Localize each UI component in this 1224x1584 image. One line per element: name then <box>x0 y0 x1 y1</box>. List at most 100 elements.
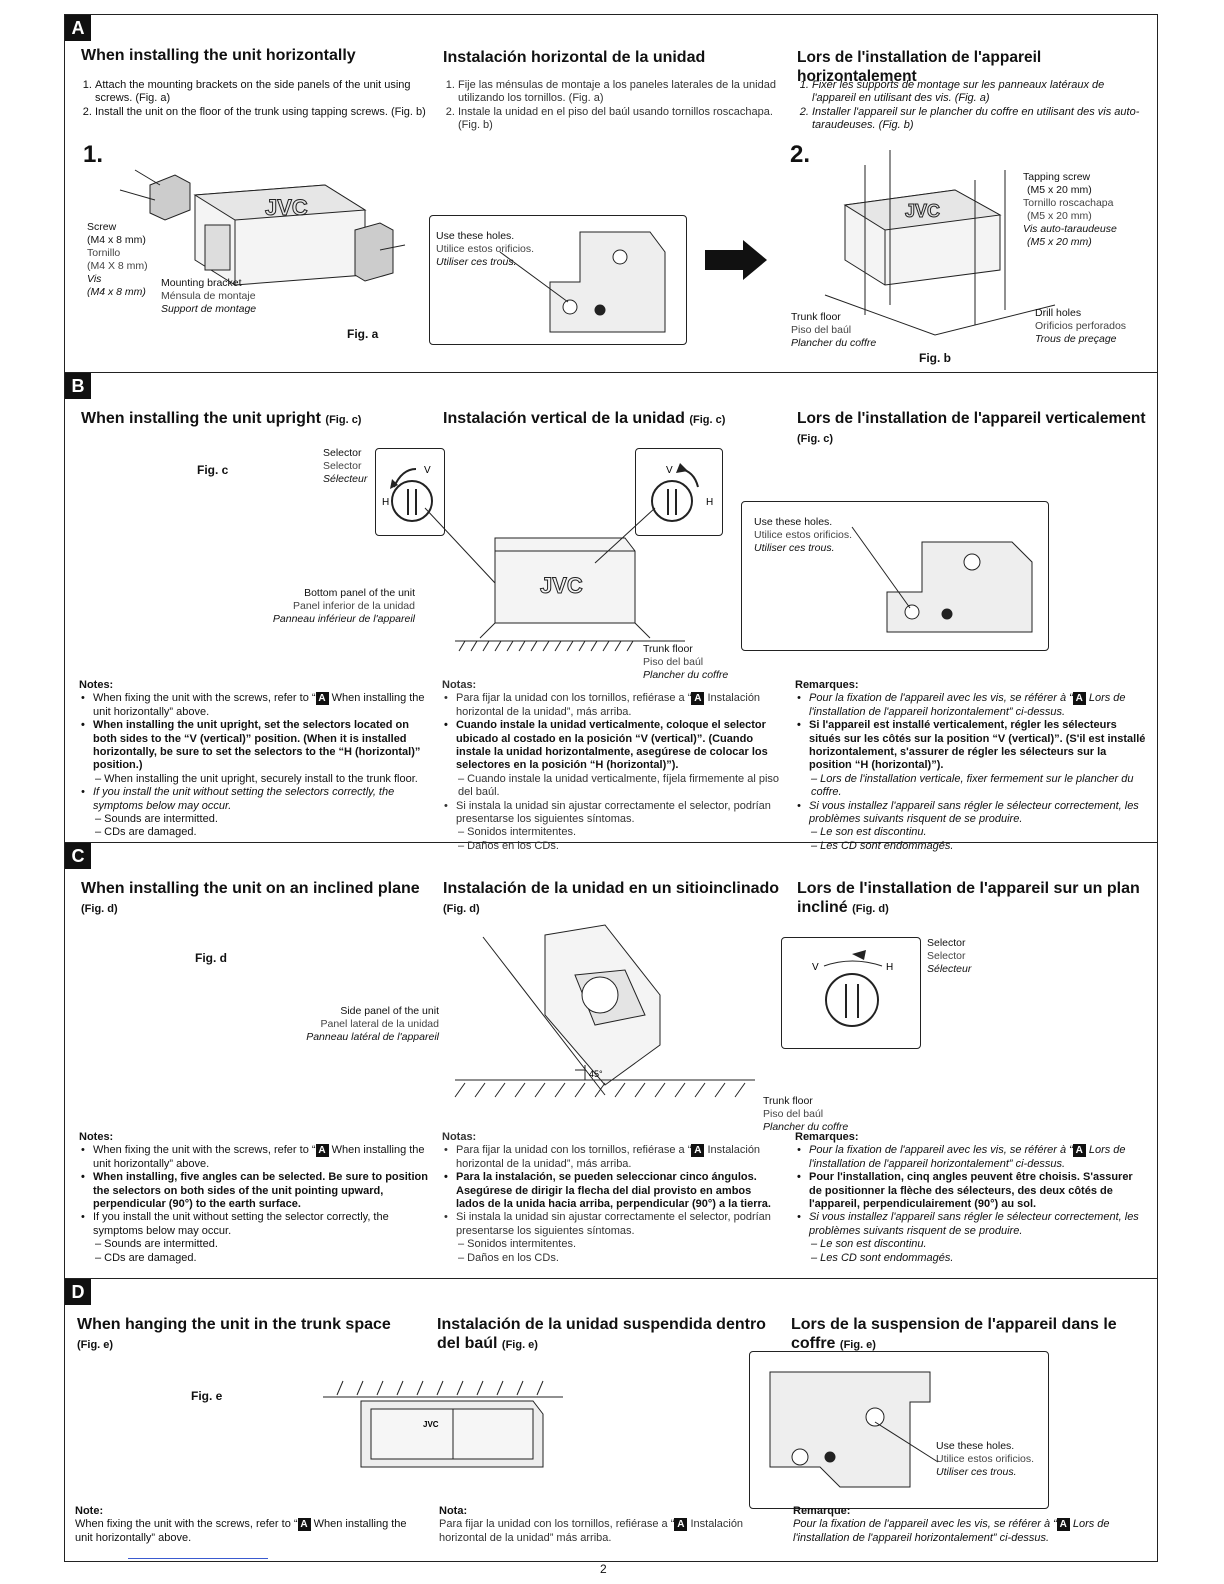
label-bracket-es: Ménsula de montaje <box>161 290 256 302</box>
fig-c-label: Fig. c <box>197 463 229 477</box>
holes-label-a: Use these holes. Utilice estos orificios… <box>436 230 534 269</box>
heading-a-fr: Lors de l'installation de l'appareil hor… <box>797 49 1042 85</box>
label-screw: Screw (M4 x 8 mm) Tornillo (M4 X 8 mm) V… <box>87 221 148 299</box>
label-mounting-bracket: Mounting bracket Ménsula de montaje Supp… <box>161 277 256 316</box>
bracket-detail-a <box>499 231 666 333</box>
fig-b-brand: JVC <box>905 201 940 221</box>
steps-a-fr: Fixer les supports de montage sur les pa… <box>796 79 1146 133</box>
dial-right-v: V <box>666 465 673 476</box>
notes-c-es-title: Notas: <box>442 1131 477 1143</box>
label-screw-fr-size: (M4 x 8 mm) <box>87 286 146 298</box>
notes-c-en-title: Notes: <box>79 1131 114 1143</box>
holes-d-es: Utilice estos orificios. <box>936 1453 1035 1465</box>
fig-c-drawing: JVC <box>424 507 685 652</box>
heading-a-en: When installing the unit horizontally <box>81 47 356 64</box>
note-c-es-3: Si instala la unidad sin ajustar correct… <box>444 1211 782 1238</box>
selector-c-es: Selector <box>927 950 966 962</box>
trunk-c-en: Trunk floor <box>763 1095 813 1107</box>
note-b-fr-1a: Pour la fixation de l'appareil avec les … <box>809 692 1073 705</box>
step-number-2: 2. <box>790 141 811 168</box>
bracket-detail-d <box>769 1371 939 1488</box>
note-b-fr-1: Pour la fixation de l'appareil avec les … <box>797 692 1147 719</box>
holes-label-b: Use these holes. Utilice estos orificios… <box>754 516 852 555</box>
note-b-fr-3a: – Le son est discontinu. <box>811 826 927 839</box>
heading-b-fr: Lors de l'installation de l'appareil ver… <box>797 409 1145 449</box>
label-tapping-screw: Tapping screw (M5 x 20 mm) Tornillo rosc… <box>1023 171 1117 249</box>
note-d-es: Nota: Para fijar la unidad con los torni… <box>439 1505 783 1545</box>
note-c-es-1a: Para fijar la unidad con los tornillos, … <box>456 1144 692 1157</box>
heading-b-es: Instalación vertical de la unidad (Fig. … <box>443 409 725 430</box>
note-b-en-2d: – When installing the unit upright, secu… <box>95 772 418 785</box>
note-c-en-3: If you install the unit without setting … <box>81 1211 431 1238</box>
note-c-fr-3b: – Les CD sont endommagés. <box>811 1251 954 1264</box>
note-b-es-1b: Instalación horizontal de la unidad”, má… <box>456 692 761 718</box>
label-screw-es-size: (M4 X 8 mm) <box>87 260 148 272</box>
notes-b-es: Notas: Para fijar la unidad con los torn… <box>442 679 782 853</box>
drill-en: Drill holes <box>1035 307 1082 319</box>
note-b-fr-2d: – Lors de l'installation verticale, fixe… <box>811 772 1134 799</box>
note-d-es-1: Para fijar la unidad con los tornillos, … <box>439 1518 783 1545</box>
bottom-fr: Panneau inférieur de l'appareil <box>272 613 415 625</box>
note-c-en-2: When installing, five angles can be sele… <box>81 1171 431 1211</box>
heading-b-fr-fig: (Fig. c) <box>797 433 834 445</box>
heading-d-en-fig: (Fig. e) <box>77 1339 114 1351</box>
fig-b-drawing: JVC <box>824 150 1056 336</box>
note-b-es-2: Cuando instale la unidad verticalmente, … <box>444 719 782 773</box>
dial-left-v: V <box>424 465 431 476</box>
note-b-fr-2: Si l'appareil est installé verticalement… <box>797 719 1147 773</box>
note-d-en-1: When fixing the unit with the screws, re… <box>75 1518 427 1545</box>
note-c-en-3a: – Sounds are intermitted. <box>95 1238 218 1251</box>
note-b-en-3a: – Sounds are intermitted. <box>95 813 218 826</box>
dial-c-v: V <box>812 962 819 973</box>
step-a-es-1: Fije las ménsulas de montaje a los panel… <box>458 79 782 106</box>
notes-b-fr-title: Remarques: <box>795 679 859 691</box>
mini-badge-a: A <box>1072 692 1086 706</box>
note-c-fr-1: Pour la fixation de l'appareil avec les … <box>797 1144 1147 1171</box>
heading-b-es-fig: (Fig. c) <box>689 414 726 426</box>
heading-b-fr-text: Lors de l'installation de l'appareil ver… <box>797 410 1146 427</box>
heading-d-fr-fig: (Fig. e) <box>839 1339 876 1351</box>
mini-badge-a: A <box>1072 1144 1086 1158</box>
section-a-badge: A <box>65 15 91 41</box>
fig-a-drawing: JVC <box>119 169 406 286</box>
note-d-fr-1a: Pour la fixation de l'appareil avec les … <box>793 1518 1057 1531</box>
selector-c-en: Selector <box>927 937 966 949</box>
note-b-en-1b: When installing the unit horizontally” a… <box>93 692 425 718</box>
notes-c-fr: Remarques: Pour la fixation de l'apparei… <box>795 1131 1147 1265</box>
bottom-en: Bottom panel of the unit <box>304 587 415 599</box>
note-b-en-2: When installing the unit upright, set th… <box>81 719 431 773</box>
heading-b-en: When installing the unit upright (Fig. c… <box>81 409 361 430</box>
dial-box-left: V H <box>375 448 445 536</box>
heading-d-es-text: Instalación de la unidad suspendida dent… <box>437 1316 766 1352</box>
note-d-es-1a: Para fijar la unidad con los tornillos, … <box>439 1518 675 1531</box>
heading-c-en: When installing the unit on an inclined … <box>81 879 420 919</box>
steps-a-en: Attach the mounting brackets on the side… <box>79 79 429 119</box>
heading-b-es-text: Instalación vertical de la unidad <box>443 410 685 427</box>
note-c-es-1: Para fijar la unidad con los tornillos, … <box>444 1144 782 1171</box>
heading-b-en-fig: (Fig. c) <box>325 414 362 426</box>
section-c-badge: C <box>65 843 91 869</box>
heading-c-en-fig: (Fig. d) <box>81 903 118 915</box>
heading-c-es-fig: (Fig. d) <box>443 903 480 915</box>
holes-callout-d: Use these holes. Utilice estos orificios… <box>749 1351 1049 1509</box>
heading-c-es: Instalación de la unidad en un sitioincl… <box>443 879 779 919</box>
dial-right-h: H <box>706 497 713 508</box>
step-a-en-1: Attach the mounting brackets on the side… <box>95 79 429 106</box>
label-drill-holes: Drill holes Orificios perforados Trous d… <box>1035 307 1126 346</box>
arrow-right-icon <box>705 240 767 280</box>
label-tapping-es: Tornillo roscachapa <box>1023 197 1114 209</box>
note-b-es-1: Para fijar la unidad con los tornillos, … <box>444 692 782 719</box>
heading-d-en: When hanging the unit in the trunk space… <box>77 1315 391 1355</box>
label-selector-b: Selector Selector Sélecteur <box>323 447 367 486</box>
angle-label: 45° <box>589 1069 603 1079</box>
heading-c-en-text: When installing the unit on an inclined … <box>81 880 420 897</box>
dial-left-icon: V H <box>382 465 433 522</box>
selector-b-es: Selector <box>323 460 362 472</box>
label-tapping-en: Tapping screw <box>1023 171 1091 183</box>
fig-a-label: Fig. a <box>347 327 379 341</box>
note-b-es-3b: – Daños en los CDs. <box>458 839 559 852</box>
bottom-es: Panel inferior de la unidad <box>292 600 415 612</box>
label-trunk-floor-c: Trunk floor Piso del baúl Plancher du co… <box>763 1095 848 1134</box>
note-d-es-1b: Instalación horizontal de la unidad” más… <box>439 1518 744 1544</box>
mini-badge-a: A <box>674 1518 688 1532</box>
